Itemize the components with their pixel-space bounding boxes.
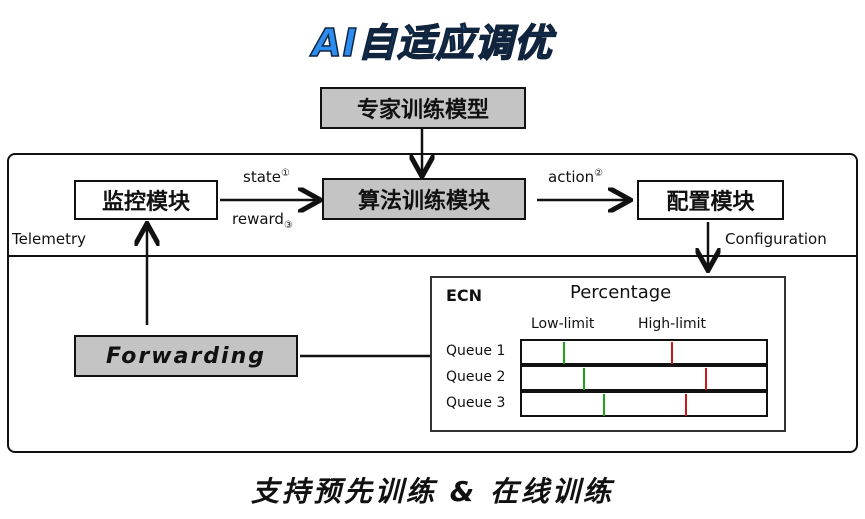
- configuration-label: Configuration: [725, 230, 827, 248]
- ecn-heading: Percentage: [570, 282, 672, 303]
- state-number: ①: [281, 168, 290, 179]
- reward-number: ③: [283, 220, 293, 231]
- expert-model-box: 专家训练模型: [320, 87, 526, 129]
- ecn-title: ECN: [446, 286, 483, 305]
- state-label: state①: [243, 168, 290, 186]
- queue-label: Queue 3: [446, 395, 506, 411]
- high-limit-marker: [670, 342, 673, 364]
- low-limit-marker: [583, 368, 585, 390]
- low-limit-marker: [602, 394, 605, 416]
- queue-label: Queue 1: [446, 343, 506, 359]
- monitor-module-box: 监控模块: [74, 180, 218, 220]
- low-limit-label: Low-limit: [531, 316, 595, 332]
- algo-module-box: 算法训练模块: [322, 178, 526, 220]
- reward-text: reward: [232, 210, 284, 228]
- state-text: state: [243, 168, 281, 186]
- high-limit-marker: [685, 394, 688, 416]
- high-limit-marker: [705, 368, 707, 390]
- queue-bar: [520, 339, 768, 365]
- high-limit-label: High-limit: [638, 316, 707, 332]
- telemetry-label: Telemetry: [12, 230, 87, 248]
- diagram-title: AI自适应调优: [311, 20, 553, 66]
- frame-divider: [7, 255, 858, 257]
- reward-label: reward③: [232, 210, 293, 231]
- queue-label: Queue 2: [446, 369, 506, 385]
- queue-bar: [520, 391, 768, 417]
- action-label: action②: [548, 168, 603, 186]
- queue-bar: [520, 365, 768, 391]
- low-limit-marker: [563, 342, 566, 364]
- config-module-box: 配置模块: [637, 180, 784, 220]
- footer-caption: 支持预先训练 & 在线训练: [251, 475, 614, 508]
- action-text: action: [548, 168, 595, 186]
- action-number: ②: [594, 168, 604, 179]
- forwarding-box: Forwarding: [74, 335, 298, 377]
